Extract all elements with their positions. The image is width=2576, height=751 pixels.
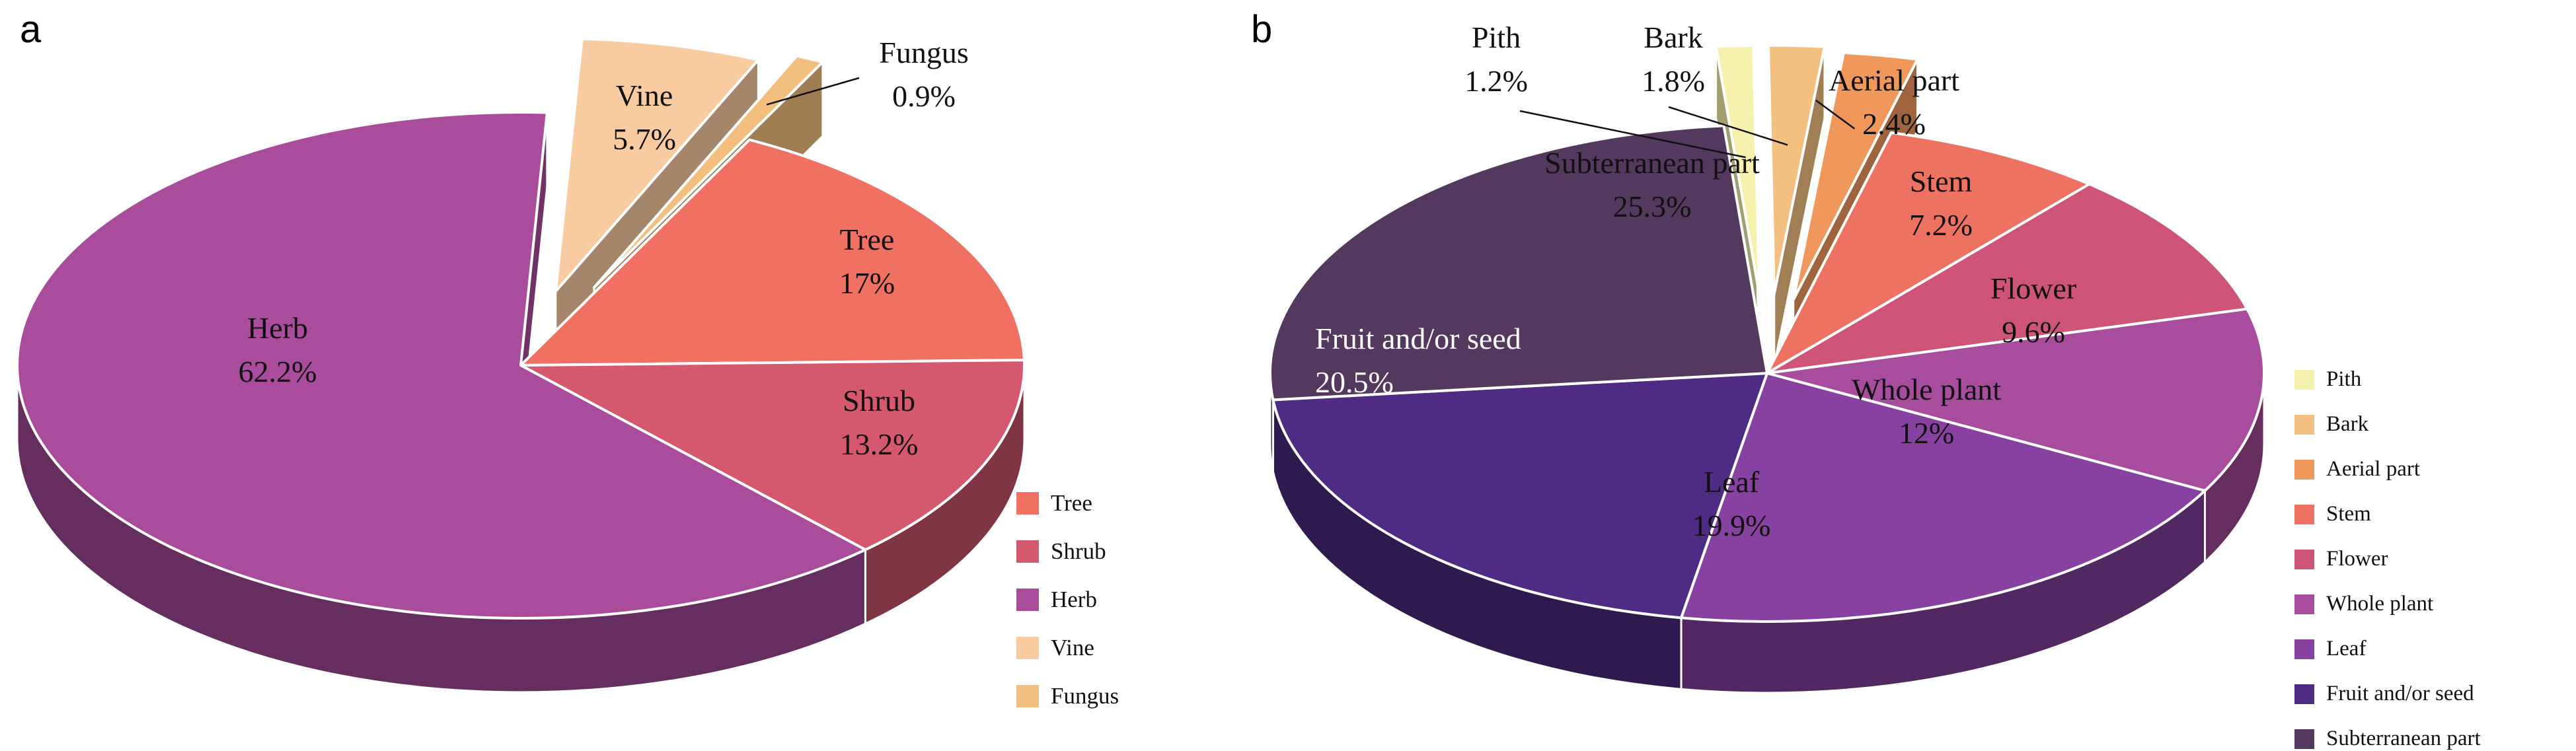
slice-label-name: Tree [840, 223, 895, 256]
slice-label-name: Flower [1990, 271, 2076, 305]
slice-label-name: Shrub [843, 384, 915, 417]
legend-item: Herb [1016, 587, 1119, 613]
slice-label-name: Bark [1644, 20, 1702, 54]
legend-item: Vine [1016, 635, 1119, 661]
legend-swatch [2294, 594, 2314, 614]
legend-label: Pith [2326, 367, 2362, 391]
slice-label-name: Vine [616, 79, 673, 112]
pie-slice-fungus [592, 54, 824, 289]
legend-swatch [2294, 549, 2314, 569]
pie-slice-shrub [519, 359, 1026, 552]
legend-item: Shrub [1016, 538, 1119, 565]
slice-label-name: Herb [247, 311, 308, 345]
panel-label-a: a [20, 8, 42, 51]
slice-label-name: Fruit and/or seed [1315, 322, 1521, 355]
legend-item: Stem [2294, 502, 2481, 526]
legend-label: Bark [2326, 412, 2369, 436]
pie-slice-tree [519, 138, 1026, 367]
label-leader-line [766, 77, 860, 106]
slice-label-percent: 1.2% [1464, 64, 1528, 98]
legend-label: Subterranean part [2326, 727, 2481, 750]
legend-item: Subterranean part [2294, 727, 2481, 751]
legend-swatch [1016, 637, 1039, 659]
label-leader-line [1519, 110, 1746, 159]
legend-item: Leaf [2294, 637, 2481, 661]
legend-swatch [1016, 589, 1039, 611]
slice-label-percent: 12% [1899, 416, 1954, 450]
legend-swatch [2294, 414, 2314, 435]
legend-item: Tree [1016, 490, 1119, 517]
legend-label: Leaf [2326, 637, 2367, 661]
legend-swatch [2294, 729, 2314, 749]
pie-slice-vine [554, 37, 760, 293]
slice-label-percent: 1.8% [1642, 64, 1705, 98]
legend-label: Tree [1051, 490, 1092, 516]
pie-charts-canvas: Vine 5.7% Fungus 0.9% Tree 17% Shrub 13.2% Herb 6… [16, 20, 2265, 694]
legend-label: Vine [1051, 635, 1094, 661]
slice-label-name: Pith [1472, 20, 1521, 54]
legend-swatch [1016, 685, 1039, 707]
pie-slice-whole-plant [1766, 307, 2265, 492]
label-leader-line [1815, 99, 1856, 129]
slice-label-percent: 19.9% [1692, 509, 1771, 542]
legend-label: Herb [1051, 587, 1097, 612]
legend-swatch [2294, 459, 2314, 480]
pie-slice-bark [1766, 44, 1826, 295]
pie-slice-stem [1766, 131, 2091, 375]
legend-item: Whole plant [2294, 592, 2481, 616]
slice-label-name: Subterranean part [1544, 146, 1760, 180]
pie-slice-flower [1766, 182, 2249, 375]
slice-label-percent: 9.6% [2002, 315, 2065, 349]
legend-swatch [1016, 492, 1039, 515]
legend-item: Bark [2294, 412, 2481, 437]
legend-item: Flower [2294, 547, 2481, 571]
slice-label-percent: 0.9% [892, 79, 956, 113]
slice-label-name: Whole plant [1852, 373, 2001, 406]
legend-label: Whole plant [2326, 592, 2434, 616]
legend-label: Shrub [1051, 538, 1106, 564]
pie-slice-subterranean-part [1269, 124, 1768, 402]
slice-label-name: Aerial part [1829, 63, 1959, 97]
legend-label: Fruit and/or seed [2326, 682, 2474, 705]
slice-label-name: Leaf [1704, 465, 1760, 499]
pie-slice-herb [16, 111, 867, 620]
slice-label-name: Fungus [879, 36, 968, 69]
legend-item: Pith [2294, 367, 2481, 392]
legend-swatch [2294, 369, 2314, 390]
slice-label-percent: 25.3% [1613, 190, 1692, 223]
slice-label-percent: 5.7% [613, 122, 676, 156]
legend-item: Aerial part [2294, 457, 2481, 482]
legend-swatch [2294, 639, 2314, 659]
panel-label-b: b [1251, 8, 1273, 51]
pie-slice-leaf [1680, 372, 2207, 623]
slice-label-percent: 13.2% [840, 427, 919, 461]
legend-swatch [1016, 540, 1039, 563]
legend-label: Flower [2326, 547, 2388, 571]
legend-label: Fungus [1051, 683, 1119, 709]
slice-label-percent: 62.2% [239, 355, 317, 388]
slice-label-name: Stem [1910, 164, 1973, 198]
legend-item: Fungus [1016, 683, 1119, 709]
legend-label: Aerial part [2326, 457, 2421, 481]
pie-slice-fruit-and-or-seed [1271, 372, 1768, 620]
pie-slice-pith [1714, 44, 1761, 295]
slice-label-percent: 7.2% [1909, 208, 1973, 242]
legend-item: Fruit and/or seed [2294, 682, 2481, 706]
slice-label-percent: 20.5% [1315, 365, 1394, 399]
pie-slice-aerial-part [1792, 51, 1919, 301]
label-leader-line [1668, 106, 1788, 146]
slice-label-percent: 2.4% [1862, 107, 1926, 141]
legend-swatch [2294, 684, 2314, 704]
slice-label-percent: 17% [839, 266, 895, 300]
legend-label: Stem [2326, 502, 2371, 526]
legend-swatch [2294, 504, 2314, 524]
